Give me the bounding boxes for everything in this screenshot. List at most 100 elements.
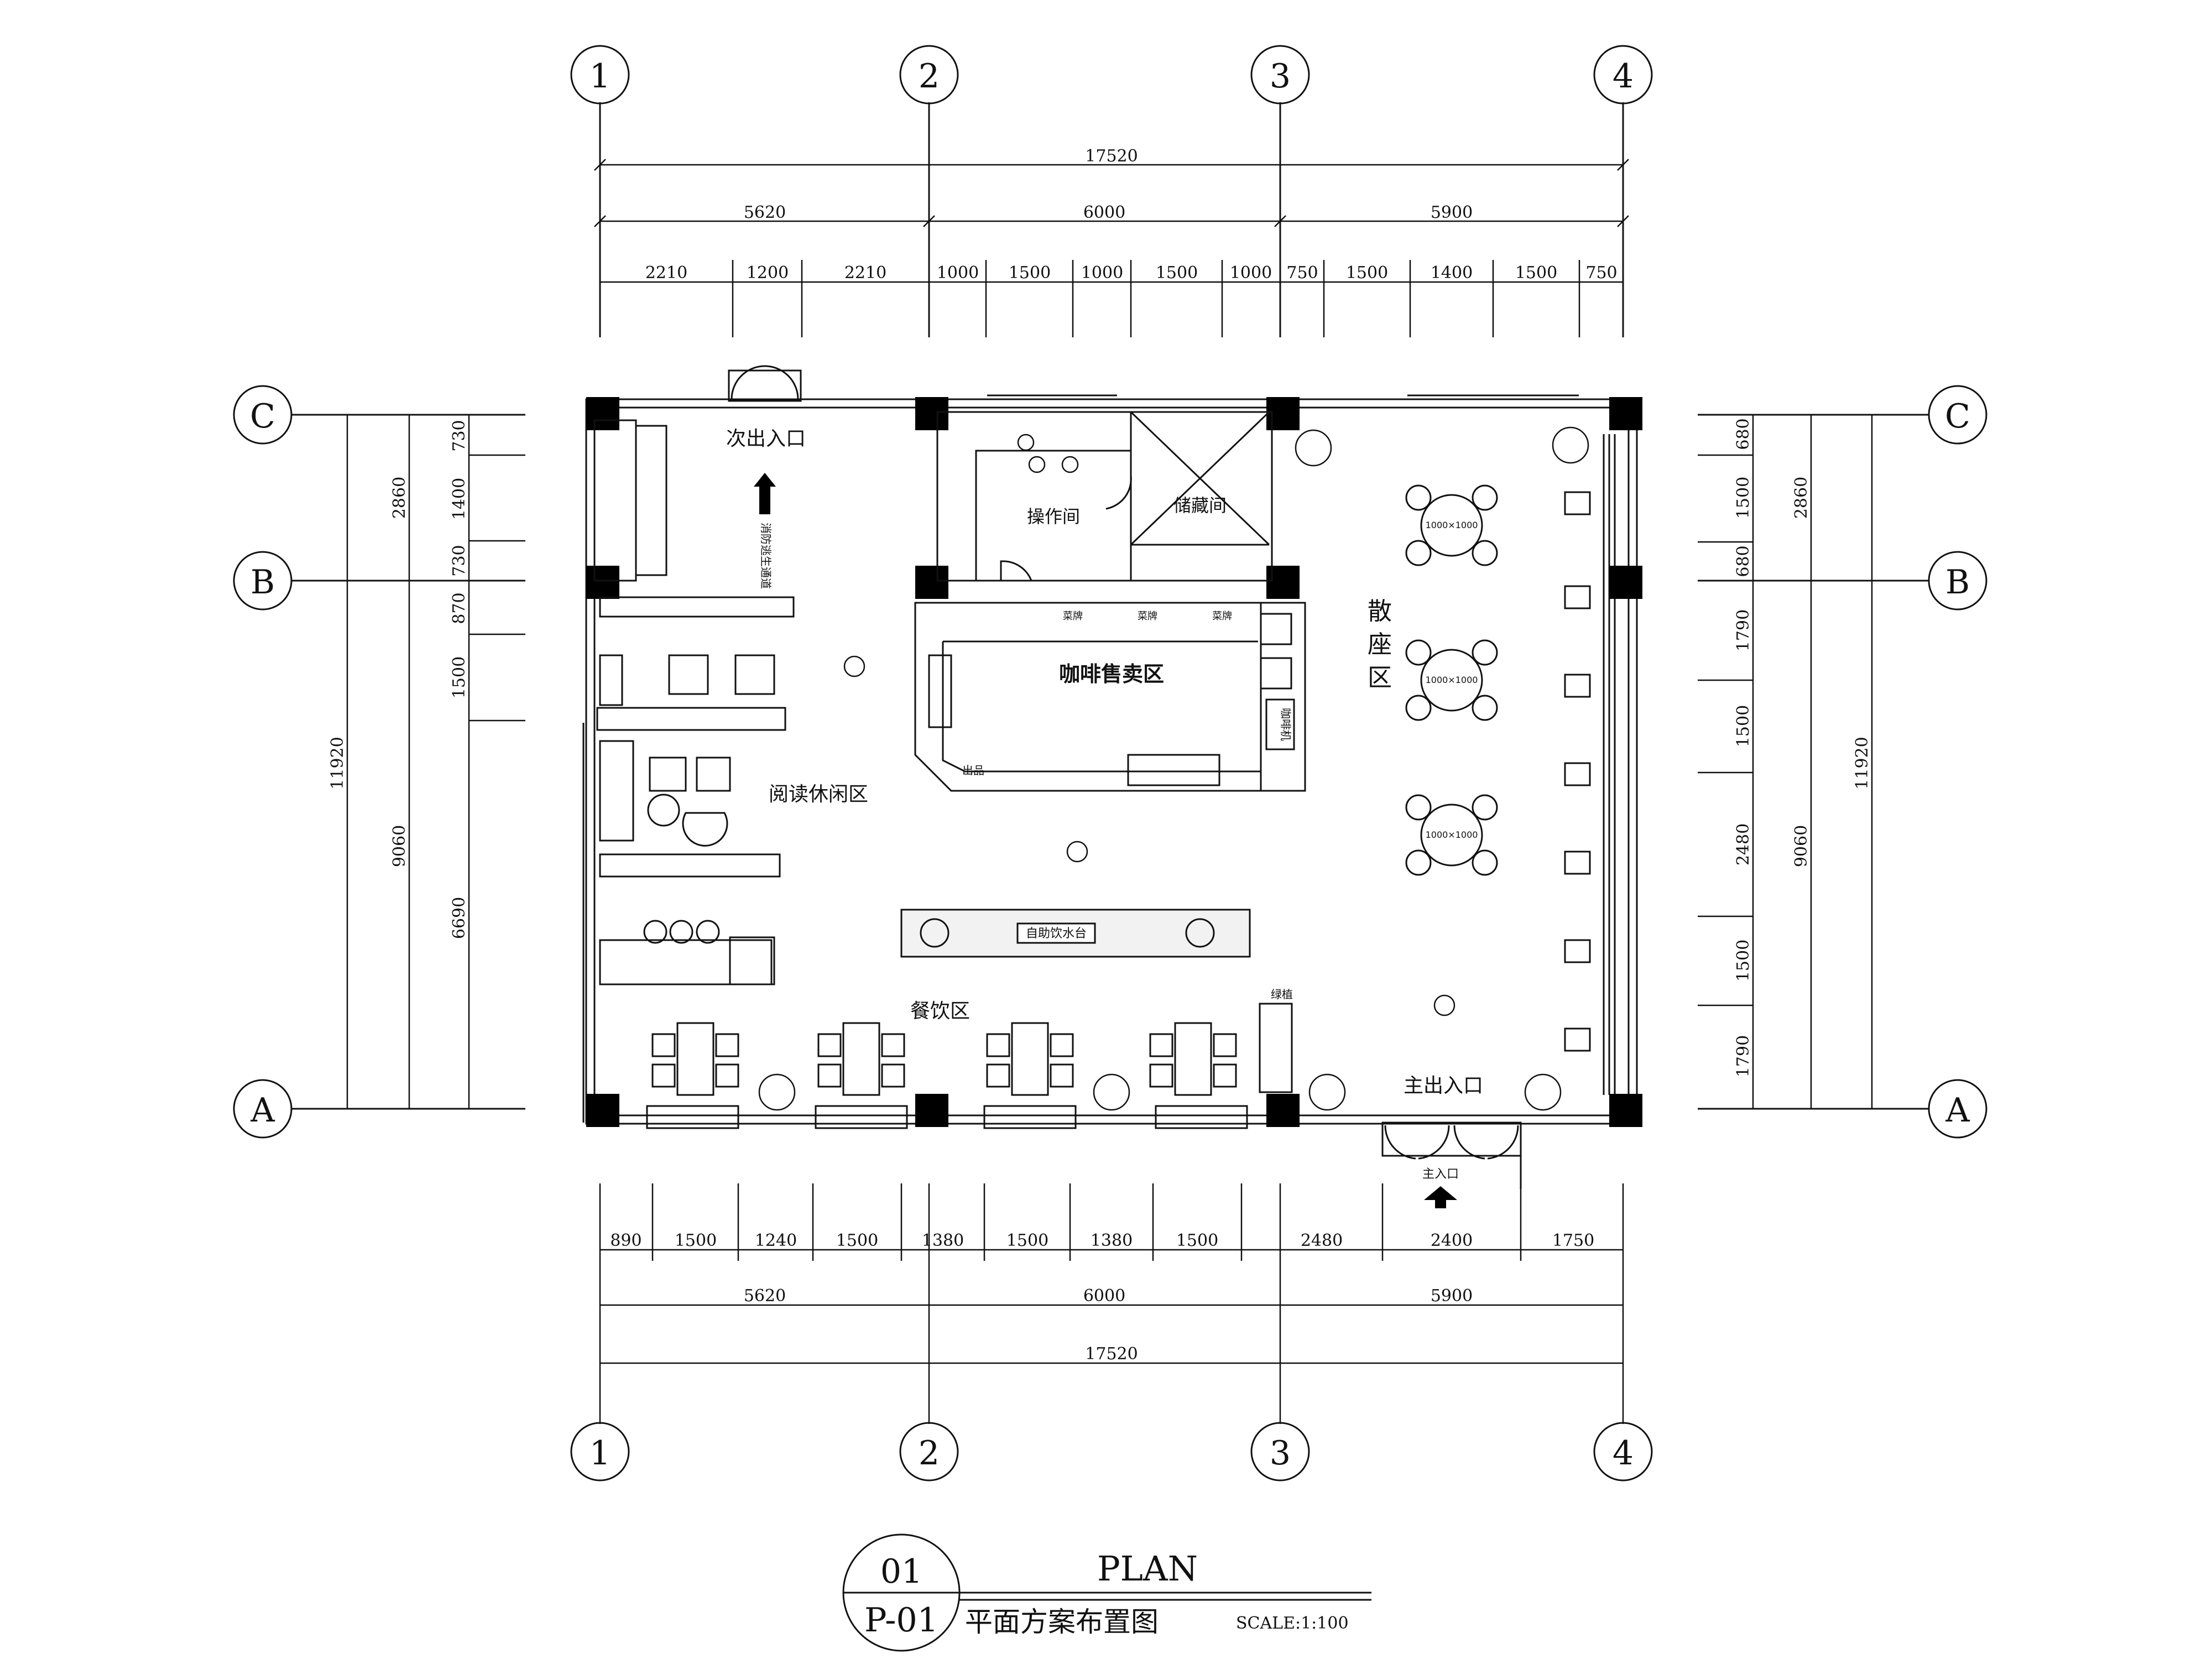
dim-bottom-mid-2: 6000 bbox=[1083, 1286, 1125, 1306]
dim-left-inner: 730 bbox=[450, 545, 469, 576]
grid-label-left-B: B bbox=[251, 563, 275, 602]
grid-label-bottom-4: 4 bbox=[1613, 1434, 1634, 1473]
dim-left-mid-1: 2860 bbox=[390, 477, 409, 519]
dim-bottom-detail: 1380 bbox=[922, 1231, 964, 1250]
grid-label-top-3: 3 bbox=[1270, 57, 1291, 96]
structural-columns[interactable] bbox=[586, 397, 1642, 1127]
scattered-seating-label-1: 散 bbox=[1368, 597, 1392, 625]
exit-arrow-icon bbox=[754, 473, 776, 514]
right-dimension-lines bbox=[1698, 415, 1873, 1109]
fire-exit-label: 消防逃生通道 bbox=[759, 523, 773, 589]
dining-area-label: 餐饮区 bbox=[910, 1000, 970, 1022]
dim-top-detail: 1200 bbox=[747, 263, 789, 283]
dim-right-mid-2: 9060 bbox=[1792, 825, 1811, 867]
dim-top-mid-3: 5900 bbox=[1431, 203, 1473, 222]
water-bar bbox=[900, 909, 1251, 958]
plan-title-cn: 平面方案布置图 bbox=[965, 1606, 1159, 1638]
dim-bottom-detail: 890 bbox=[610, 1231, 641, 1250]
dim-top-detail: 1000 bbox=[1081, 263, 1123, 283]
grid-label-bottom-2: 2 bbox=[919, 1434, 940, 1473]
left-dimension-lines bbox=[346, 415, 525, 1109]
coffee-counter-outline bbox=[914, 602, 1306, 792]
dim-top-detail: 1400 bbox=[1431, 263, 1473, 283]
dim-right-inner: 1500 bbox=[1734, 705, 1753, 747]
plant-icons bbox=[758, 426, 1589, 1111]
dim-bottom-detail: 1500 bbox=[836, 1231, 878, 1250]
dim-left-inner: 6690 bbox=[450, 897, 469, 939]
top-dimension-lines bbox=[594, 159, 1629, 337]
side-grid-axes bbox=[233, 385, 1987, 1139]
dim-top-detail: 1500 bbox=[1515, 263, 1557, 283]
dim-bottom-detail: 2480 bbox=[1301, 1231, 1343, 1250]
dim-top-detail: 1500 bbox=[1346, 263, 1388, 283]
dim-right-inner: 2480 bbox=[1734, 823, 1753, 865]
left-inner-dimension-labels: 730 1400 730 870 1500 6690 bbox=[450, 420, 469, 939]
menu-board-label: 菜牌 bbox=[1138, 611, 1157, 622]
dim-bottom-detail: 1750 bbox=[1552, 1231, 1594, 1250]
dim-top-detail: 750 bbox=[1585, 263, 1617, 283]
grid-label-right-C: C bbox=[1945, 397, 1970, 436]
pickup-label: 出品 bbox=[962, 764, 984, 777]
scale-label: SCALE:1:100 bbox=[1236, 1614, 1349, 1633]
dim-top-detail: 750 bbox=[1286, 263, 1318, 283]
reading-area-label: 阅读休闲区 bbox=[769, 783, 868, 806]
grid-label-left-C: C bbox=[250, 397, 275, 436]
menu-board-label: 菜牌 bbox=[1212, 611, 1232, 622]
dim-bottom-detail: 1500 bbox=[1176, 1231, 1218, 1250]
operation-room-label: 操作间 bbox=[1027, 506, 1080, 527]
reading-area-furniture bbox=[593, 419, 795, 985]
dim-bottom-detail: 1500 bbox=[1006, 1231, 1048, 1250]
dim-left-inner: 730 bbox=[450, 420, 469, 451]
dim-right-inner: 1500 bbox=[1734, 477, 1753, 519]
dim-right-inner: 680 bbox=[1734, 545, 1753, 577]
building-walls bbox=[582, 394, 1638, 1129]
round-table-size-label: 1000×1000 bbox=[1426, 675, 1478, 685]
dim-left-mid-2: 9060 bbox=[390, 825, 409, 867]
dim-bottom-total: 17520 bbox=[1085, 1344, 1138, 1364]
secondary-entrance-doors[interactable] bbox=[728, 365, 802, 402]
dim-bottom-detail: 1380 bbox=[1091, 1231, 1133, 1250]
dim-left-inner: 870 bbox=[450, 592, 469, 624]
bottom-detail-dimension-labels: 890 1500 1240 1500 1380 1500 1380 1500 2… bbox=[610, 1231, 1594, 1250]
person-icons bbox=[843, 434, 1455, 1016]
water-bar-label: 自助饮水台 bbox=[1026, 927, 1087, 941]
grid-label-top-4: 4 bbox=[1613, 57, 1634, 96]
bottom-dimension-lines bbox=[599, 1183, 1624, 1424]
dim-top-detail: 1000 bbox=[937, 263, 979, 283]
dim-left-inner: 1400 bbox=[450, 478, 469, 520]
dim-bottom-mid-1: 5620 bbox=[744, 1286, 786, 1306]
round-table-size-label: 1000×1000 bbox=[1426, 830, 1478, 840]
green-plant-label: 绿植 bbox=[1271, 988, 1293, 1001]
coffee-machine-label: 咖啡机 bbox=[1279, 708, 1292, 741]
scattered-seating-label-3: 区 bbox=[1368, 664, 1392, 692]
grid-label-bottom-3: 3 bbox=[1270, 1434, 1291, 1473]
grid-label-right-B: B bbox=[1945, 563, 1970, 602]
right-inner-dimension-labels: 680 1500 680 1790 1500 2480 1500 1790 bbox=[1734, 418, 1753, 1077]
dim-right-outer: 11920 bbox=[1853, 737, 1872, 789]
scattered-seating-label-2: 座 bbox=[1368, 630, 1392, 659]
dim-left-inner: 1500 bbox=[450, 656, 469, 698]
dim-top-total: 17520 bbox=[1085, 147, 1138, 166]
dim-right-inner: 680 bbox=[1734, 418, 1753, 450]
dim-right-mid-1: 2860 bbox=[1792, 477, 1811, 519]
dining-tables bbox=[651, 1022, 1237, 1096]
grid-label-top-1: 1 bbox=[589, 57, 611, 96]
round-table-size-label: 1000×1000 bbox=[1426, 520, 1478, 530]
dim-bottom-mid-3: 5900 bbox=[1431, 1286, 1473, 1306]
dim-bottom-detail: 2400 bbox=[1431, 1231, 1473, 1250]
secondary-entrance-label: 次出入口 bbox=[726, 427, 806, 450]
main-entrance-label: 主出入口 bbox=[1404, 1074, 1483, 1097]
main-entrance-small-label: 主入口 bbox=[1422, 1167, 1459, 1181]
dim-top-detail: 2210 bbox=[844, 263, 886, 283]
dim-left-outer: 11920 bbox=[328, 737, 347, 789]
dim-bottom-detail: 1240 bbox=[755, 1231, 797, 1250]
top-detail-dimension-labels: 2210 1200 2210 1000 1500 1000 1500 1000 … bbox=[645, 263, 1618, 283]
sheet-number: P-01 bbox=[864, 1601, 938, 1640]
main-entrance-doors[interactable] bbox=[1381, 1121, 1522, 1189]
dim-right-inner: 1790 bbox=[1734, 1035, 1753, 1077]
storage-room-label: 储藏间 bbox=[1173, 495, 1227, 516]
title-number: 01 bbox=[880, 1552, 922, 1591]
top-grid-axes bbox=[570, 45, 1653, 337]
dim-top-detail: 1000 bbox=[1230, 263, 1272, 283]
